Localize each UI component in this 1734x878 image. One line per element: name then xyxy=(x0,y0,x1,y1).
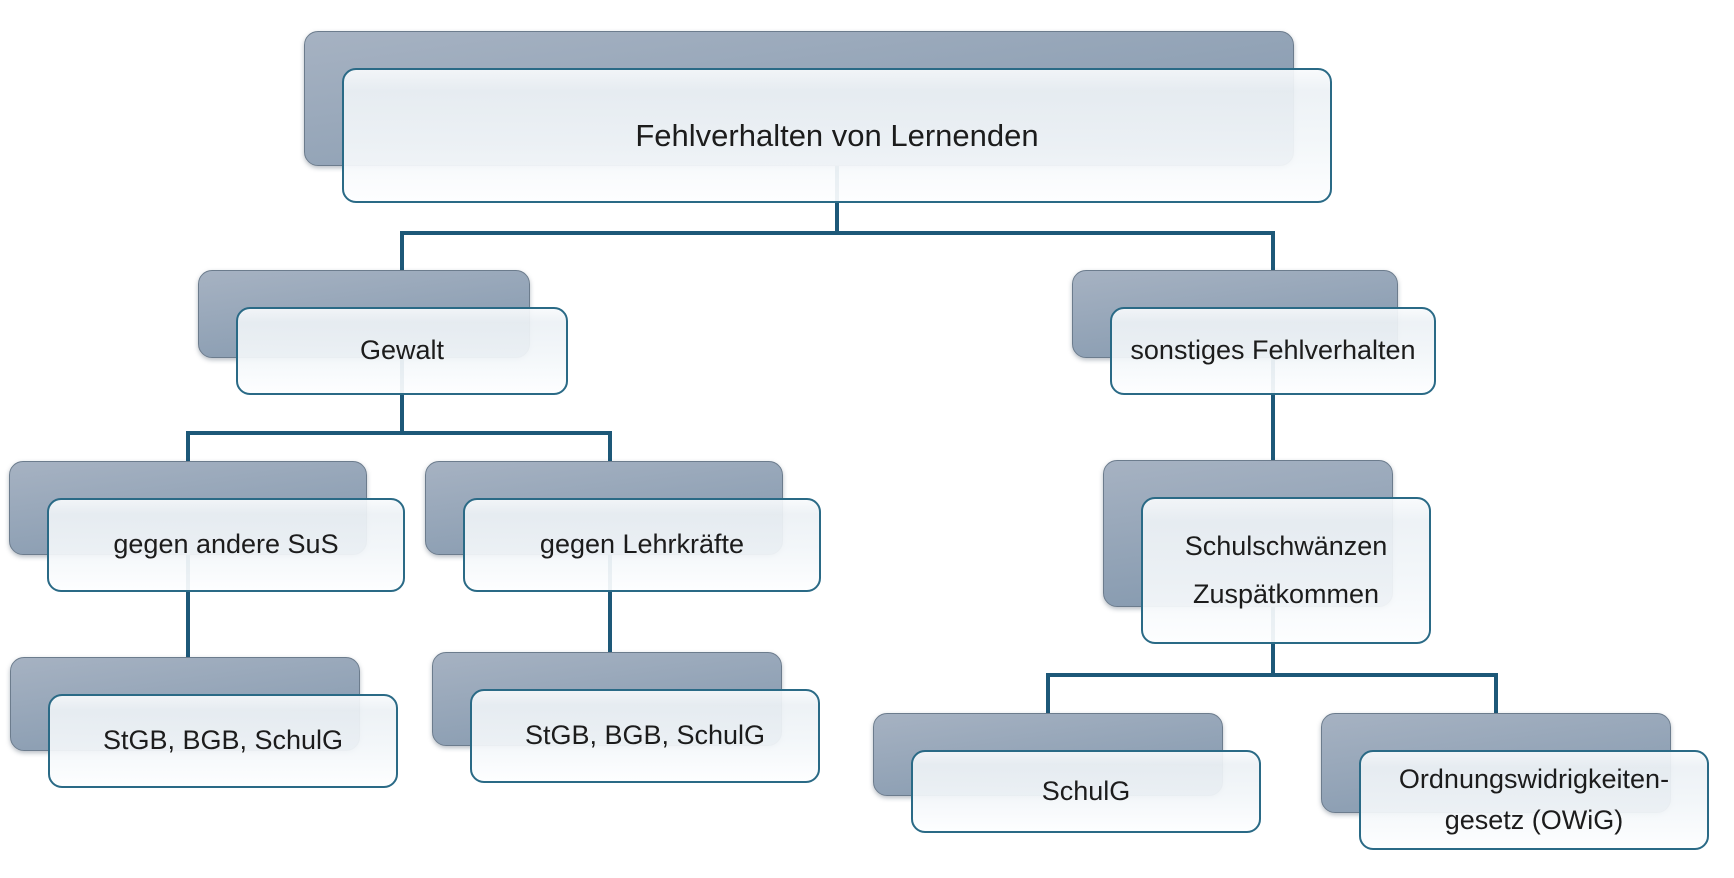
node-stgb-bgb-schulg-mitte-box: StGB, BGB, SchulG xyxy=(470,689,820,783)
node-sonstiges-fehlverhalten-label: sonstiges Fehlverhalten xyxy=(1130,335,1416,366)
node-gegen-andere-sus-label: gegen andere SuS xyxy=(113,529,339,560)
node-zuspaetkommen-label: Zuspätkommen xyxy=(1192,578,1380,609)
node-root-label: Fehlverhalten von Lernenden xyxy=(635,117,1039,153)
node-schulg-label: SchulG xyxy=(1041,775,1131,806)
node-schulschwaenzen-label: Schulschwänzen xyxy=(1184,531,1388,562)
node-gegen-andere-sus-box: gegen andere SuS xyxy=(47,498,405,592)
node-gewalt-label: Gewalt xyxy=(359,335,445,366)
node-schulg-box: SchulG xyxy=(911,750,1261,833)
node-stgb-bgb-schulg-mitte-label: StGB, BGB, SchulG xyxy=(524,720,766,751)
node-owig-box: Ordnungswidrigkeiten- gesetz (OWiG) xyxy=(1359,750,1709,850)
node-owig-label-line1: Ordnungswidrigkeiten- xyxy=(1398,763,1670,794)
node-owig-label-line2: gesetz (OWiG) xyxy=(1444,805,1624,835)
node-gegen-lehrkraefte-box: gegen Lehrkräfte xyxy=(463,498,821,592)
node-gegen-lehrkraefte-label: gegen Lehrkräfte xyxy=(539,529,745,560)
node-stgb-bgb-schulg-links-box: StGB, BGB, SchulG xyxy=(48,694,398,788)
node-root-box: Fehlverhalten von Lernenden xyxy=(342,68,1332,203)
node-gewalt-box: Gewalt xyxy=(236,307,568,395)
node-schulschwaenzen-zuspaetkommen-box: Schulschwänzen Zuspätkommen xyxy=(1141,497,1431,644)
node-stgb-bgb-schulg-links-label: StGB, BGB, SchulG xyxy=(102,725,344,756)
node-sonstiges-fehlverhalten-box: sonstiges Fehlverhalten xyxy=(1110,307,1436,395)
